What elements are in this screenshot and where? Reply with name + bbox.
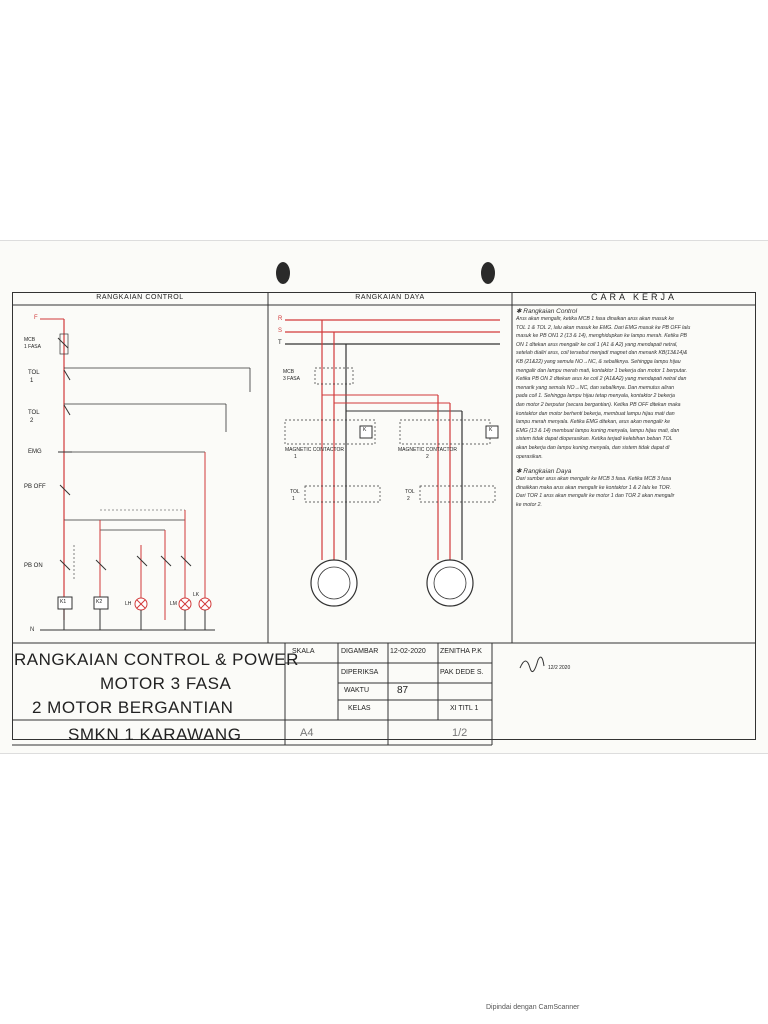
label-mcb-phase: 1 FASA [24, 344, 41, 350]
tb-skala: SKALA [292, 648, 315, 655]
work-control-line: kontaktor dan motor berhenti bekerja, me… [516, 410, 675, 417]
work-control-line: Ketika PB ON 2 ditekan arus ke coil 2 (A… [516, 376, 687, 383]
work-control-line: pada coil 1. Sehingga lampu hijau tetap … [516, 393, 675, 400]
work-control-line: operasikan. [516, 453, 543, 460]
work-control-line: sistem tidak dapat dioperasikan. Ketika … [516, 436, 673, 443]
label-phase-f: F [34, 315, 38, 321]
work-power-text: Dari sumber arus akan mengalir ke MCB 3 … [516, 475, 754, 509]
label-tol2-num: 2 [30, 418, 34, 424]
label-coil-k2: K2 [96, 599, 103, 605]
drawing-title-line3: 2 MOTOR BERGANTIAN [32, 698, 234, 717]
label-coil-k-1: K [363, 427, 367, 433]
label-contactor2-num: 2 [426, 454, 429, 460]
work-power-line: Dari TOR 1 arus akan mengalir ke motor 1… [516, 493, 675, 500]
label-phase-s: S [278, 328, 283, 334]
work-control-heading: ✱ Rangkaian Control [516, 308, 578, 315]
tb-class-value: XI TITL 1 [450, 705, 479, 712]
work-control-line: ON 1 ditekan arus mengalir ke coil 1 (A1… [516, 341, 678, 348]
label-mcb3: MCB [283, 369, 295, 375]
drawing-frame [12, 292, 756, 740]
label-phase-t: T [278, 340, 282, 346]
work-power-line: dinaikkan maka arus akan mengalir ke kon… [516, 484, 672, 491]
label-coil-k1: K1 [60, 599, 67, 605]
binder-hole-left [276, 262, 290, 284]
tb-digambar: DIGAMBAR [341, 648, 379, 655]
work-control-line: Arus akan mengalir, ketika MCB 1 fasa di… [516, 316, 675, 322]
work-control-line: masuk ke PB ON1 2 (13 & 14), menghidupka… [516, 333, 687, 340]
section-title-work: CARA KERJA [590, 292, 678, 302]
label-neutral-n: N [30, 627, 35, 633]
drawing-title-line2: MOTOR 3 FASA [100, 674, 232, 693]
signature-date: 12/2 2020 [548, 665, 571, 671]
label-emg: EMG [28, 449, 42, 455]
work-control-text: Arus akan mengalir, ketika MCB 1 fasa di… [516, 315, 754, 461]
label-lamp-lm: LM [170, 601, 177, 607]
tb-waktu: WAKTU [344, 687, 370, 694]
drawing-sheet [0, 240, 768, 754]
tb-checker: PAK DEDE S. [440, 669, 484, 676]
tb-date: 12-02-2020 [390, 648, 426, 655]
label-lamp-lk: LK [193, 592, 200, 598]
work-control-line: mengalir dan lampu merah mati, kontaktor… [516, 367, 688, 374]
label-ptol1-num: 1 [292, 496, 295, 502]
work-power-line: ke motor 2. [516, 501, 542, 508]
label-lamp-lh: LH [125, 601, 132, 607]
work-control-line: TOL 1 & TOL 2, lalu akan masuk ke EMG. D… [516, 324, 691, 331]
tb-diperiksa: DIPERIKSA [341, 669, 379, 676]
tb-drawer: ZENITHA P.K [440, 648, 482, 655]
label-tol2: TOL [28, 410, 40, 416]
work-control-line: lampu merah menyala. Ketika EMG ditekan,… [516, 419, 670, 426]
label-ptol2: TOL [405, 489, 415, 495]
section-title-power: RANGKAIAN DAYA [355, 294, 425, 301]
school-name: SMKN 1 KARAWANG [68, 725, 242, 744]
label-ptol1: TOL [290, 489, 300, 495]
label-contactor1: MAGNETIC CONTACTOR [285, 447, 344, 453]
section-title-control: RANGKAIAN CONTROL [96, 294, 184, 301]
label-phase-r: R [278, 316, 283, 322]
label-contactor2: MAGNETIC CONTACTOR [398, 447, 457, 453]
work-description: ✱ Rangkaian Control Arus akan mengalir, … [516, 307, 754, 509]
label-mcb3-phase: 3 FASA [283, 376, 300, 382]
label-mcb: MCB [24, 337, 36, 343]
work-control-line: menarik yang semula NO→NC, dan sebalikny… [516, 384, 674, 391]
scanner-watermark: Dipindai dengan CamScanner [486, 1004, 580, 1011]
work-control-line: dan motor 2 berputar (secara bergantian)… [516, 401, 681, 408]
tb-paper: A4 [300, 727, 314, 739]
label-coil-k-2: K [489, 427, 493, 433]
label-pboff: PB OFF [24, 484, 46, 490]
tb-kelas: KELAS [348, 705, 371, 712]
work-control-line: EMG (13 & 14) membuat lampu kuning menya… [516, 427, 680, 434]
work-power-line: Dari sumber arus akan mengalir ke MCB 3 … [516, 476, 672, 483]
label-contactor1-num: 1 [294, 454, 297, 460]
tb-sheet: 1/2 [452, 727, 468, 739]
drawing-title-line1: RANGKAIAN CONTROL & POWER [14, 650, 299, 669]
label-ptol2-num: 2 [407, 496, 410, 502]
work-control-line: setelah dialiri arus, coil tersebut menj… [516, 350, 688, 357]
tb-grade: 87 [397, 685, 409, 696]
binder-hole-right [481, 262, 495, 284]
label-pbon: PB ON [24, 563, 43, 569]
work-power-heading: ✱ Rangkaian Daya [516, 468, 572, 476]
label-tol1: TOL [28, 370, 40, 376]
work-control-line: KB (21&22) yang semula NO→NC, & sebalikn… [516, 358, 681, 365]
work-control-line: akan bekerja dan lampu kuning menyala, d… [516, 444, 670, 451]
label-tol1-num: 1 [30, 378, 34, 384]
